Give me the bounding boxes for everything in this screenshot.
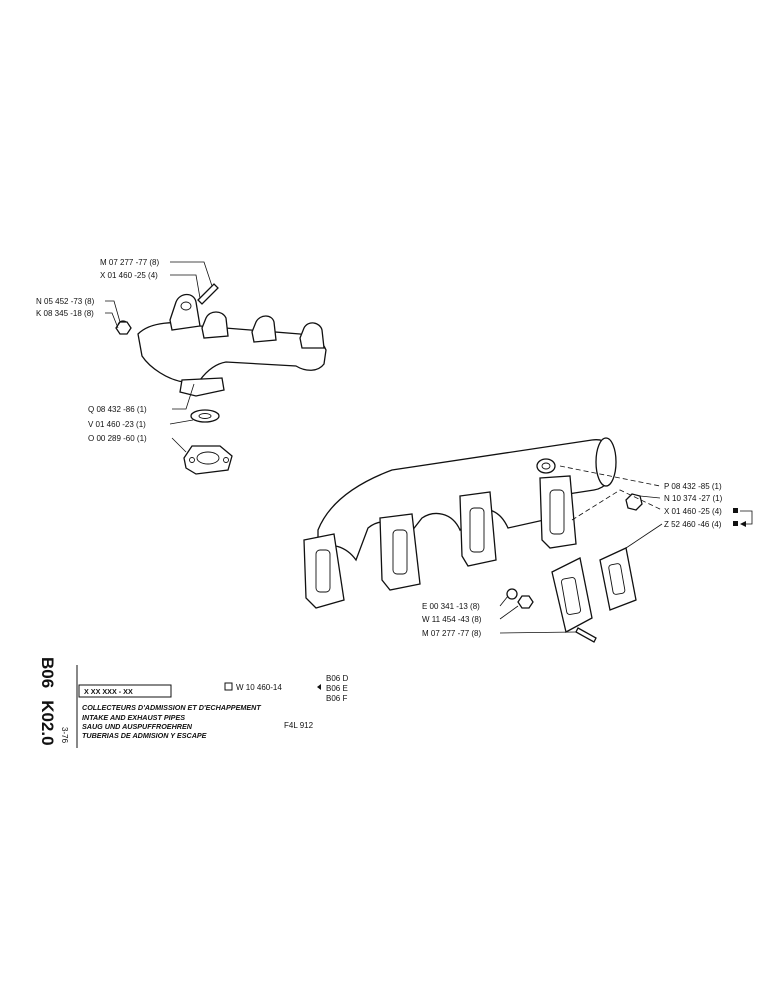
part-mask: X XX XXX - XX xyxy=(84,687,133,696)
engine-model: F4L 912 xyxy=(284,721,314,730)
exhaust-port-flange-4 xyxy=(539,475,577,549)
label-right-7: M 07 277 -77 (8) xyxy=(422,629,481,638)
label-right-6: W 11 454 -43 (8) xyxy=(422,615,482,624)
label-left-1: M 07 277 -77 (8) xyxy=(100,258,159,267)
label-right-3: X 01 460 -25 (4) xyxy=(664,507,722,516)
labels-right: P 08 432 -85 (1) N 10 374 -27 (1) X 01 4… xyxy=(422,482,738,638)
title-french: COLLECTEURS D'ADMISSION ET D'ECHAPPEMENT xyxy=(82,703,261,712)
intake-adapter-flange xyxy=(183,445,233,475)
exhaust-plug xyxy=(625,493,643,511)
label-left-2: X 01 460 -25 (4) xyxy=(100,271,158,280)
intake-manifold-drawing xyxy=(115,283,327,397)
exhaust-outlet-end xyxy=(595,437,617,487)
intake-bottom-flange xyxy=(179,377,225,397)
label-right-2: N 10 374 -27 (1) xyxy=(664,494,723,503)
exhaust-gasket-2 xyxy=(599,547,637,611)
label-right-1: P 08 432 -85 (1) xyxy=(664,482,722,491)
marker-square-2 xyxy=(733,521,738,526)
leader-lines xyxy=(105,261,753,634)
exhaust-port-flange-1 xyxy=(303,533,345,609)
intake-runner-1 xyxy=(201,311,229,339)
ref-number: W 10 460-14 xyxy=(236,683,282,692)
intake-gasket-ring xyxy=(190,409,220,423)
title-spanish: TUBERIAS DE ADMISION Y ESCAPE xyxy=(82,731,207,740)
intake-manifold-pipe xyxy=(137,322,327,383)
intake-runner-2 xyxy=(251,315,277,343)
label-left-5: Q 08 432 -86 (1) xyxy=(88,405,147,414)
ref-checkbox[interactable] xyxy=(224,682,233,691)
title-block: B06K02.0 3-76 X XX XXX - XX W 10 460-14 … xyxy=(38,657,348,748)
label-left-7: O 00 289 -60 (1) xyxy=(88,434,147,443)
labels-left: M 07 277 -77 (8) X 01 460 -25 (4) N 05 4… xyxy=(36,258,159,443)
intake-stud xyxy=(197,283,219,305)
intake-flange-bore xyxy=(180,301,192,311)
exhaust-boss xyxy=(536,458,556,474)
exhaust-port-flange-2 xyxy=(379,513,421,591)
title-german: SAUG UND AUSPUFFROEHREN xyxy=(82,722,193,731)
variant-marker-icon xyxy=(317,684,321,690)
exhaust-gasket-1 xyxy=(551,557,593,633)
part-mask-box xyxy=(78,684,172,698)
exhaust-port-flange-3 xyxy=(459,491,497,567)
exhaust-washer xyxy=(517,595,534,609)
intake-inlet-flange xyxy=(169,293,201,331)
variant-3: B06 F xyxy=(326,694,347,703)
return-arrow-head xyxy=(740,521,746,527)
marker-square-1 xyxy=(733,508,738,513)
exhaust-stud xyxy=(575,627,597,643)
exhaust-nut xyxy=(506,588,518,600)
page-code: B06K02.0 xyxy=(38,657,57,746)
intake-gasket-bore xyxy=(198,413,212,419)
label-right-4: Z 52 460 -46 (4) xyxy=(664,520,722,529)
label-left-3: N 05 452 -73 (8) xyxy=(36,297,95,306)
label-left-4: K 08 345 -18 (8) xyxy=(36,309,94,318)
variant-1: B06 D xyxy=(326,674,348,683)
variant-2: B06 E xyxy=(326,684,348,693)
intake-runner-3 xyxy=(299,322,325,349)
label-left-6: V 01 460 -23 (1) xyxy=(88,420,146,429)
issue-date: 3-76 xyxy=(60,727,69,744)
label-right-5: E 00 341 -13 (8) xyxy=(422,602,480,611)
title-english: INTAKE AND EXHAUST PIPES xyxy=(82,713,185,722)
intake-nut xyxy=(115,321,132,335)
